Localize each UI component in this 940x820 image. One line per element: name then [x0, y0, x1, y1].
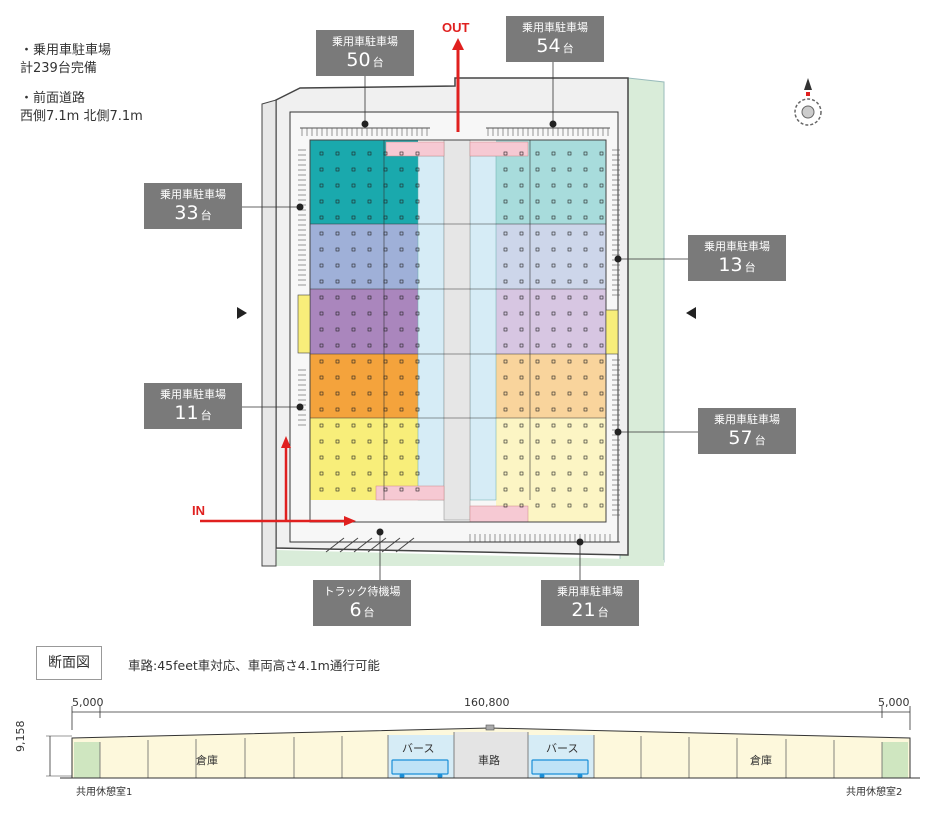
dim-right: 5,000: [878, 696, 910, 709]
lot-unit: 台: [363, 606, 375, 619]
lot-name: 乗用車駐車場: [714, 413, 780, 426]
lot-unit: 台: [744, 261, 756, 274]
lot-name: 乗用車駐車場: [160, 188, 226, 201]
site-plan: [200, 38, 822, 580]
warehouse-west: [310, 140, 445, 501]
lot-unit: 台: [372, 56, 384, 69]
dim-left: 5,000: [72, 696, 104, 709]
leader-lines: [242, 62, 698, 580]
room-warehouse-east: 倉庫: [750, 754, 772, 767]
lot-count: 57: [728, 427, 753, 449]
lot-count: 13: [718, 254, 743, 276]
site-notes: ・乗用車駐車場 計239台完備 ・前面道路 西側7.1m 北側7.1m: [20, 42, 143, 138]
lot-name: 乗用車駐車場: [557, 585, 623, 598]
lot-name: 乗用車駐車場: [332, 35, 398, 48]
section-drawing: [46, 706, 920, 779]
section-description: 車路:45feet車対応、車両高さ4.1m通行可能: [128, 658, 380, 673]
central-lane: [443, 139, 471, 521]
lot-unit: 台: [200, 209, 212, 222]
room-warehouse-west: 倉庫: [196, 754, 218, 767]
section-marker-east: [686, 307, 696, 319]
lot-count: 33: [174, 202, 199, 224]
lot-unit: 台: [562, 42, 574, 55]
room-berth-west: バース: [402, 742, 435, 755]
lot-name: 乗用車駐車場: [160, 388, 226, 401]
lot-count: 54: [536, 35, 561, 57]
warehouse-east: [469, 140, 606, 522]
out-label: OUT: [442, 20, 470, 35]
west-road-edge: [261, 99, 277, 567]
parking-total: 計239台完備: [20, 61, 97, 76]
lot-count: 50: [346, 49, 371, 71]
leader-dots: [296, 120, 622, 546]
dim-center: 160,800: [464, 696, 510, 709]
compass-icon: [794, 78, 822, 126]
lot-count: 21: [571, 599, 596, 621]
road-title: ・前面道路: [20, 91, 86, 106]
lot-count: 11: [174, 402, 199, 424]
column-grid: [310, 140, 606, 508]
lot-unit: 台: [754, 434, 766, 447]
parking-title: ・乗用車駐車場: [20, 43, 112, 58]
rest-room-2: 共用休憩室2: [846, 787, 903, 798]
lot-name: 乗用車駐車場: [522, 21, 588, 34]
room-berth-east: バース: [546, 742, 579, 755]
lot-name: 乗用車駐車場: [704, 240, 770, 253]
lot-count: 6: [349, 599, 362, 621]
in-label: IN: [192, 503, 205, 518]
green-strip-south: [276, 550, 664, 566]
lot-name: トラック待機場: [323, 585, 401, 598]
truck-waiting-stalls: [325, 537, 415, 553]
rest-room-1: 共用休憩室1: [76, 787, 133, 798]
section-marker-west: [237, 307, 247, 319]
parking-stall-ticks: [298, 128, 620, 542]
room-roadway: 車路: [478, 754, 500, 767]
section-title: 断面図: [36, 646, 102, 680]
road-width: 西側7.1m 北側7.1m: [20, 109, 143, 124]
lot-unit: 台: [200, 409, 212, 422]
lot-unit: 台: [597, 606, 609, 619]
dim-height: 9,158: [14, 720, 27, 753]
truck-icon: [391, 759, 589, 775]
